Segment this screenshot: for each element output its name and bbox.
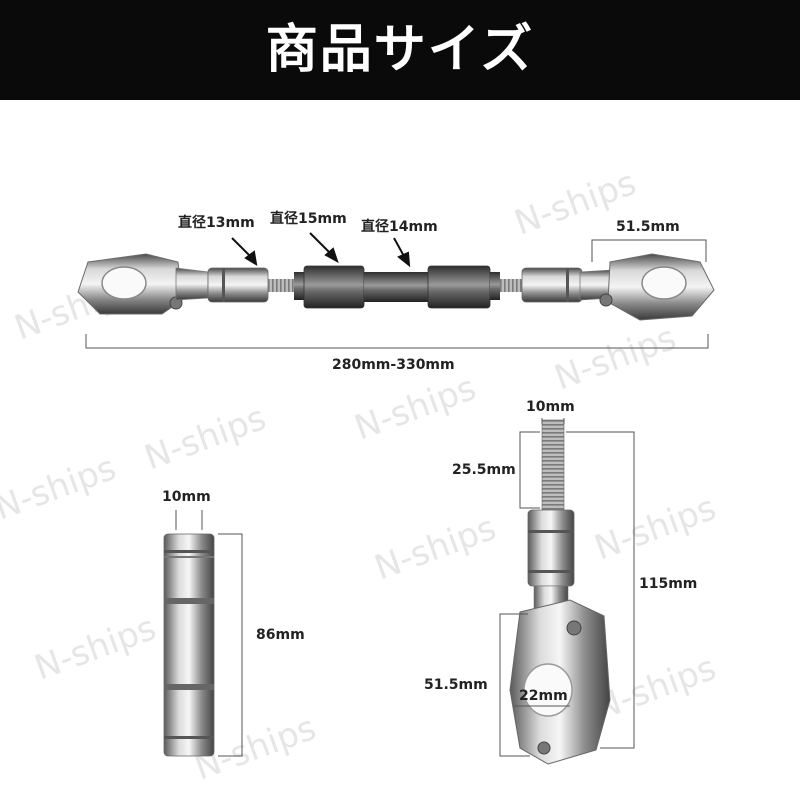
- header-bar: 商品サイズ: [0, 0, 800, 100]
- watermark-text: N-ships: [29, 608, 161, 689]
- thread-diameter-label: 10mm: [526, 399, 575, 415]
- diameter-center-label: 直径15mm: [270, 211, 347, 227]
- watermark-text: N-ships: [369, 508, 501, 589]
- total-length-label: 280mm-330mm: [332, 357, 455, 373]
- watermark-text: N-ships: [0, 448, 121, 529]
- rod-length-bracket: [218, 533, 243, 757]
- diameter-left-label: 直径13mm: [178, 215, 255, 231]
- watermark-text: N-ships: [139, 398, 271, 479]
- clamp-height-bracket: [499, 613, 530, 757]
- center-rod: [163, 533, 215, 757]
- watermark-text: N-ships: [349, 368, 481, 449]
- clamp-width-label: 51.5mm: [616, 219, 680, 235]
- rod-diameter-bracket: [175, 510, 203, 530]
- clamp-width-bracket: [591, 239, 707, 262]
- watermark-group: N-ships N-ships N-ships N-ships N-ships …: [0, 163, 721, 789]
- inner-diameter-label: 22mm: [519, 688, 568, 704]
- diameter-arrows: [231, 232, 411, 268]
- clamp-part: [509, 419, 611, 765]
- right-clamp: [579, 253, 715, 321]
- total-length-bracket: [85, 334, 709, 349]
- left-clamp: [77, 253, 209, 315]
- thread-diameter-bracket: [541, 418, 565, 424]
- bar-assembly: [77, 253, 715, 321]
- thread-length-label: 25.5mm: [452, 462, 516, 478]
- page-title: 商品サイズ: [265, 20, 535, 80]
- rod-length-label: 86mm: [256, 627, 305, 643]
- watermark-text: N-ships: [549, 318, 681, 399]
- total-height-label: 115mm: [639, 576, 698, 592]
- diameter-right-label: 直径14mm: [361, 219, 438, 235]
- watermark-text: N-ships: [589, 488, 721, 569]
- rod-diameter-label: 10mm: [162, 489, 211, 505]
- product-illustration: N-ships N-ships N-ships N-ships N-ships …: [0, 163, 721, 789]
- clamp-height-label: 51.5mm: [424, 677, 488, 693]
- total-height-bracket: [566, 431, 635, 749]
- thread-length-bracket: [519, 431, 540, 509]
